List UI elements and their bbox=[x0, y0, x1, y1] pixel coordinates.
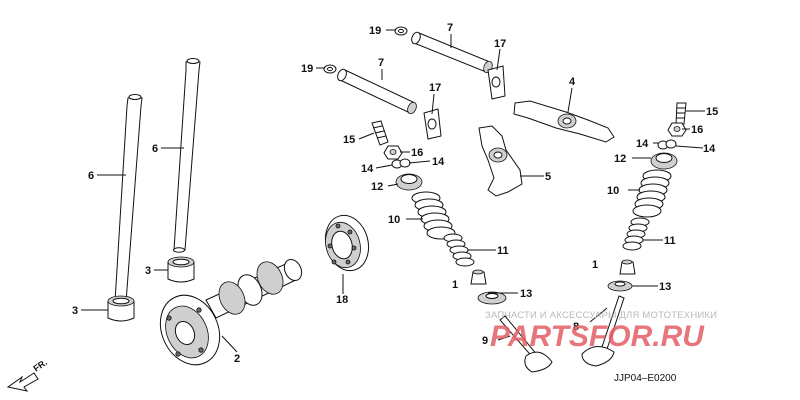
outer-spring-left[interactable] bbox=[411, 191, 456, 240]
label-11: 11 bbox=[497, 245, 509, 257]
label-15: 15 bbox=[343, 134, 355, 146]
washer-lower[interactable] bbox=[323, 64, 337, 74]
label-9: 9 bbox=[482, 335, 488, 347]
label-2: 2 bbox=[234, 353, 240, 365]
label-17: 17 bbox=[494, 38, 506, 50]
label-1: 1 bbox=[452, 279, 458, 291]
gasket-upper[interactable] bbox=[487, 65, 506, 100]
label-1: 1 bbox=[592, 259, 598, 271]
label-6: 6 bbox=[88, 170, 94, 182]
leader-lines bbox=[81, 29, 705, 353]
cotters-left[interactable] bbox=[391, 158, 411, 169]
camshaft[interactable] bbox=[149, 257, 304, 375]
label-4: 4 bbox=[569, 76, 576, 88]
rocker-shaft-lower[interactable] bbox=[336, 68, 418, 115]
label-14: 14 bbox=[432, 156, 445, 168]
outer-spring-right[interactable] bbox=[632, 169, 672, 218]
label-7: 7 bbox=[447, 22, 453, 34]
part-labels: 1 1 2 3 3 4 5 6 6 7 7 8 9 10 10 11 11 12… bbox=[72, 22, 718, 365]
label-5: 5 bbox=[545, 171, 551, 183]
spring-retainer-left[interactable] bbox=[395, 173, 423, 191]
label-3: 3 bbox=[145, 265, 151, 277]
label-16: 16 bbox=[411, 147, 423, 159]
label-8: 8 bbox=[573, 321, 579, 333]
adjusting-screw-left[interactable] bbox=[371, 120, 389, 146]
label-11: 11 bbox=[664, 235, 676, 247]
watermark-brand: PARTSFOR.RU bbox=[490, 320, 705, 353]
label-19: 19 bbox=[369, 25, 381, 37]
lock-nut-left[interactable] bbox=[383, 145, 403, 160]
label-10: 10 bbox=[607, 185, 619, 197]
front-direction-label: FR. bbox=[31, 357, 49, 374]
label-10: 10 bbox=[388, 214, 400, 226]
valve-intake[interactable] bbox=[581, 295, 625, 367]
cotters-right[interactable] bbox=[657, 139, 677, 150]
watermark: ЗАПЧАСТИ И АКСЕССУАРЫ ДЛЯ МОТОТЕХНИКИ PA… bbox=[485, 310, 717, 353]
label-7: 7 bbox=[378, 57, 384, 69]
label-13: 13 bbox=[520, 288, 532, 300]
rocker-arm-left[interactable] bbox=[478, 125, 523, 197]
label-19: 19 bbox=[301, 63, 313, 75]
label-14: 14 bbox=[636, 138, 649, 150]
label-3: 3 bbox=[72, 305, 78, 317]
inner-spring-right[interactable] bbox=[622, 217, 650, 251]
label-17: 17 bbox=[429, 82, 441, 94]
label-12: 12 bbox=[614, 153, 626, 165]
inner-spring-left[interactable] bbox=[443, 233, 475, 267]
label-15: 15 bbox=[706, 106, 718, 118]
stem-seal-right[interactable] bbox=[619, 259, 636, 275]
adjusting-screw-right[interactable] bbox=[675, 102, 687, 125]
valve-exhaust[interactable] bbox=[499, 315, 553, 373]
rocker-shaft-upper[interactable] bbox=[410, 31, 494, 74]
label-13: 13 bbox=[659, 281, 671, 293]
label-14: 14 bbox=[703, 143, 716, 155]
label-16: 16 bbox=[691, 124, 703, 136]
push-rod-right[interactable] bbox=[173, 58, 201, 253]
label-18: 18 bbox=[336, 294, 348, 306]
stem-seal-left[interactable] bbox=[470, 269, 487, 285]
diagram-code: JJP04–E0200 bbox=[614, 373, 677, 384]
front-direction-arrow: FR. bbox=[6, 357, 49, 392]
label-14: 14 bbox=[361, 163, 374, 175]
label-6: 6 bbox=[152, 143, 158, 155]
label-12: 12 bbox=[371, 181, 383, 193]
tappet-lower[interactable] bbox=[107, 295, 135, 322]
spring-seat-left[interactable] bbox=[477, 291, 507, 305]
spring-retainer-right[interactable] bbox=[650, 152, 678, 170]
washer-upper[interactable] bbox=[394, 26, 408, 36]
tappet-upper[interactable] bbox=[167, 256, 195, 283]
gasket-lower[interactable] bbox=[423, 108, 442, 140]
watermark-tagline: ЗАПЧАСТИ И АКСЕССУАРЫ ДЛЯ МОТОТЕХНИКИ bbox=[485, 310, 717, 321]
spring-seat-right[interactable] bbox=[607, 280, 633, 292]
bearing[interactable] bbox=[319, 211, 374, 276]
rocker-arm-right[interactable] bbox=[513, 100, 615, 143]
push-rod-left[interactable] bbox=[114, 94, 143, 305]
lock-nut-right[interactable] bbox=[667, 122, 687, 137]
